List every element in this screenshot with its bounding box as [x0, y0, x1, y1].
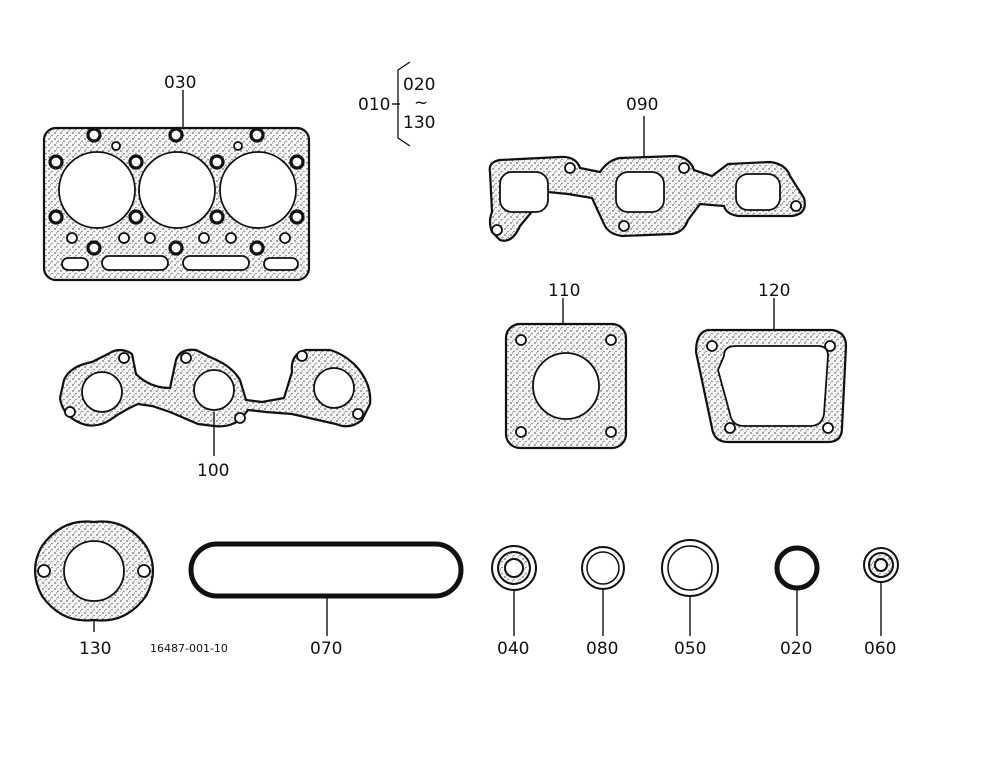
callout-070: 070: [310, 639, 342, 659]
callout-130: 130: [79, 639, 111, 659]
range-separator: ~: [414, 93, 428, 113]
exhaust-manifold-gasket: 090: [488, 95, 806, 242]
oring-020: 020: [774, 545, 820, 659]
callout-030: 030: [164, 73, 196, 93]
callout-040: 040: [497, 639, 529, 659]
drawing-number: 16487-001-10: [150, 642, 228, 655]
seal-040: 040: [491, 545, 537, 659]
ring-050: 050: [661, 539, 719, 659]
callout-090: 090: [626, 95, 658, 115]
square-flange-gasket: 110: [504, 281, 628, 450]
callout-050: 050: [674, 639, 706, 659]
gasket-set-bracket: 010 020 ~ 130: [358, 61, 435, 147]
ring-080: 080: [581, 546, 625, 659]
callout-100: 100: [197, 461, 229, 481]
oval-flange-gasket: 130: [33, 520, 155, 659]
callout-060: 060: [864, 639, 896, 659]
callout-020: 020: [780, 639, 812, 659]
callout-120: 120: [758, 281, 790, 301]
cover-gasket: 120: [694, 281, 848, 444]
callout-080: 080: [586, 639, 618, 659]
callout-110: 110: [548, 281, 580, 301]
head-gasket: 030: [42, 73, 311, 282]
callout-010: 010: [358, 95, 390, 115]
seal-060: 060: [863, 547, 899, 659]
callout-130-range: 130: [403, 113, 435, 133]
intake-manifold-gasket: 100: [58, 348, 372, 481]
long-oring: 070: [188, 541, 464, 659]
callout-020-range: 020: [403, 75, 435, 95]
